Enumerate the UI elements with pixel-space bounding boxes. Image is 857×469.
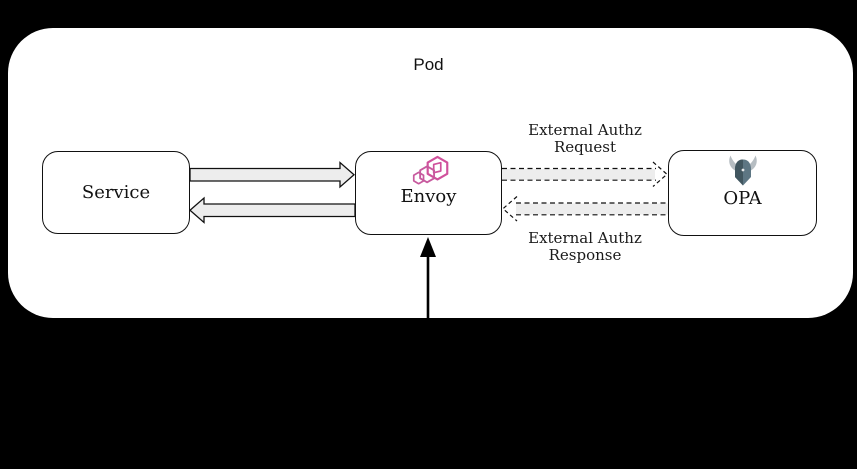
external-authz-request-label: External Authz Request (528, 121, 642, 156)
pod-label: Pod (413, 55, 444, 74)
envoy-logo-icon (412, 155, 448, 185)
service-label: Service (81, 181, 151, 203)
node-service: Service (42, 151, 190, 234)
opa-label: OPA (723, 188, 762, 209)
external-authz-response-label: External Authz Response (528, 229, 642, 264)
node-opa: OPA (668, 150, 817, 236)
node-envoy: Envoy (355, 151, 502, 235)
envoy-label: Envoy (400, 186, 457, 207)
opa-logo-icon (728, 155, 757, 186)
